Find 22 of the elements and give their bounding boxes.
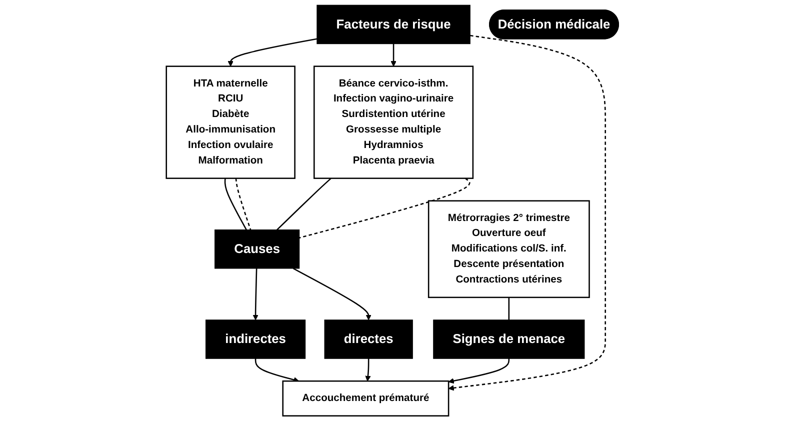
node-box: Causes bbox=[214, 229, 300, 269]
connector bbox=[299, 178, 470, 238]
node-box: Facteurs de risque bbox=[316, 4, 470, 44]
arrow bbox=[252, 268, 258, 320]
node-box: Métrorragies 2° trimestre Ouverture oeuf Modifications col/S. inf. Descente présentation Contractions utérines bbox=[428, 200, 590, 298]
arrow bbox=[292, 268, 372, 320]
arrow bbox=[254, 358, 300, 383]
node-box: indirectes bbox=[206, 320, 306, 359]
connector bbox=[235, 178, 252, 230]
connector bbox=[508, 297, 510, 320]
arrow bbox=[365, 358, 371, 382]
node-box: HTA maternelle RCIU Diabète Allo-immunisation Infection ovulaire Malformation bbox=[166, 66, 296, 179]
arrow bbox=[390, 44, 396, 67]
node-box: directes bbox=[324, 320, 413, 359]
connector bbox=[224, 178, 247, 230]
node-box: Béance cervico-isthm. Infection vagino-urinaire Surdistention utérine Grossesse multiple Hydramnios Placenta praevia bbox=[314, 66, 474, 179]
arrow bbox=[448, 34, 606, 391]
arrow bbox=[228, 38, 318, 67]
node-box: Accouchement prématuré bbox=[282, 380, 450, 416]
arrow bbox=[448, 358, 510, 384]
node-box: Signes de menace bbox=[433, 320, 585, 359]
connector bbox=[276, 178, 332, 230]
